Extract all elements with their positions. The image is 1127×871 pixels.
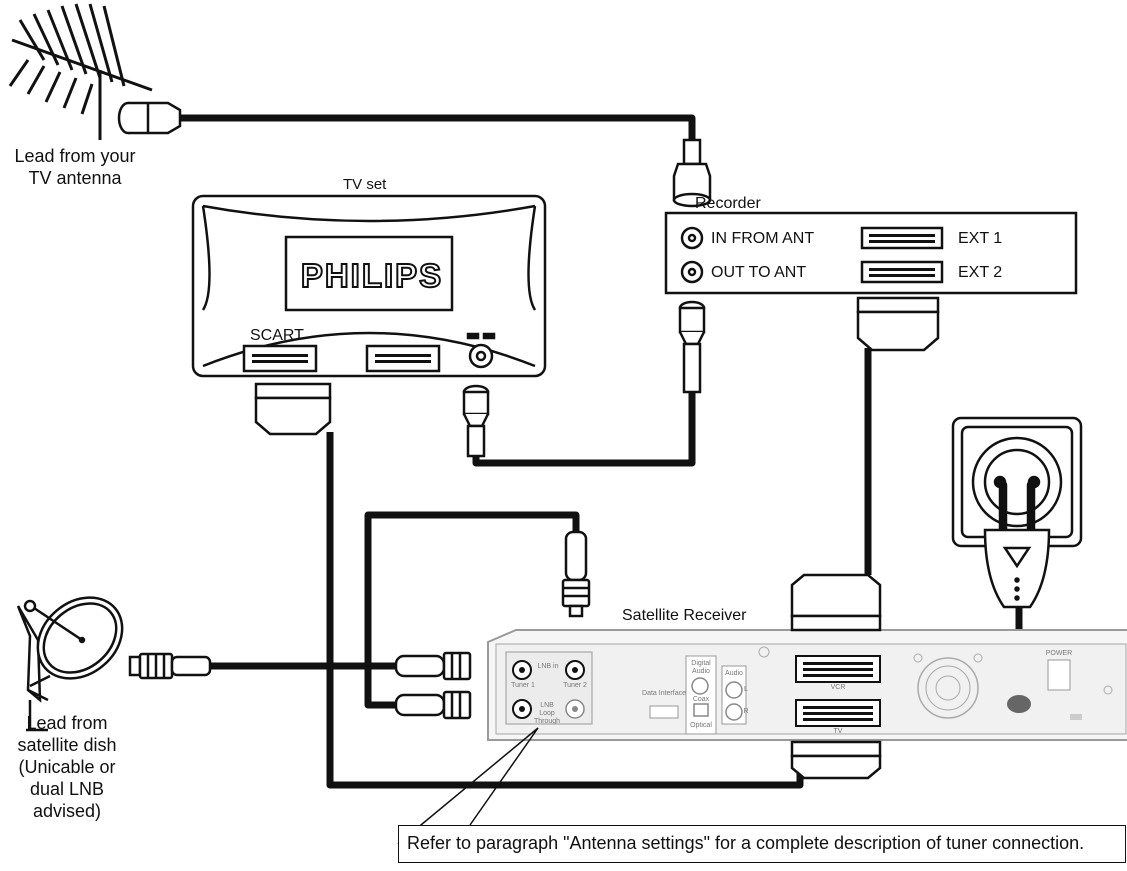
tuner-connection-note: Refer to paragraph "Antenna settings" fo…: [398, 825, 1126, 863]
power-label: POWER: [1045, 650, 1073, 657]
dish-label: Lead from satellite dish (Unicable or du…: [0, 712, 134, 822]
dish-label-line: dual LNB: [29, 779, 105, 799]
tv-coax-plug: [462, 384, 490, 458]
digital-audio-label: Digital Audio: [691, 660, 711, 675]
audio-label: Audio: [725, 670, 743, 677]
recorder-out-plug: [678, 300, 706, 394]
antenna-label-line: Lead from your: [14, 146, 136, 166]
ext1-label: EXT 1: [958, 230, 1003, 247]
lnb-in-label: LNB in: [537, 663, 559, 670]
tv-antenna-icon: [8, 3, 153, 140]
callout-pointer: [397, 727, 539, 845]
tuner2-label: Tuner 2: [563, 682, 587, 689]
tv-scart-plug: [254, 382, 332, 436]
receiver-tuner-plugs: [394, 651, 472, 720]
satellite-receiver-body: [487, 629, 1127, 741]
antenna-label-line: TV antenna: [28, 168, 122, 188]
receiver-loop-f-connector: [561, 530, 591, 618]
data-interface-label: Data Interface: [642, 690, 686, 697]
satellite-dish-icon: [16, 596, 124, 732]
tv-scart-cable: [326, 432, 804, 789]
brand-logo: PHILIPS: [300, 257, 444, 295]
antenna-to-recorder-cable: [180, 114, 696, 140]
tv-set-shape: [191, 194, 547, 378]
receiver-loop-cable: [364, 511, 580, 709]
satellite-receiver-label: Satellite Receiver: [622, 607, 747, 624]
optical-label: Optical: [690, 722, 712, 729]
audio-l-label: L: [744, 686, 748, 693]
wall-socket-icon: [951, 416, 1083, 548]
coax-label: Coax: [692, 696, 710, 703]
antenna-label: Lead from your TV antenna: [0, 145, 150, 189]
dish-f-connector: [128, 652, 212, 680]
ext2-label: EXT 2: [958, 264, 1003, 281]
tv-port-label: TV: [833, 728, 843, 735]
recorder-to-tv-coax-cable: [472, 392, 696, 467]
antenna-plug-icon: [117, 101, 182, 135]
dish-label-line: Lead from: [26, 713, 108, 733]
tuner1-label: Tuner 1: [511, 682, 535, 689]
recorder-scart-plug: [856, 296, 940, 352]
in-from-ant-label: IN FROM ANT: [711, 230, 815, 247]
recorder-scart-pins: [869, 234, 935, 277]
power-plug-icon: [983, 480, 1051, 609]
receiver-vcr-scart-plug: [790, 573, 882, 632]
dish-label-line: advised): [32, 801, 102, 821]
recorder-label: Recorder: [695, 195, 761, 212]
audio-r-label: R: [743, 708, 749, 715]
dish-label-line: satellite dish: [17, 735, 117, 755]
tv-set-label: TV set: [343, 176, 387, 193]
vcr-label: VCR: [830, 684, 846, 691]
out-to-ant-label: OUT TO ANT: [711, 264, 807, 281]
scart-label: SCART: [250, 327, 304, 344]
receiver-tv-scart-plug: [790, 740, 882, 780]
lnb-loop-label: LNB Loop Through: [533, 702, 561, 725]
recorder-in-plug: [672, 138, 712, 208]
tv-scart-connectors: [252, 354, 431, 363]
dish-label-line: (Unicable or: [18, 757, 116, 777]
